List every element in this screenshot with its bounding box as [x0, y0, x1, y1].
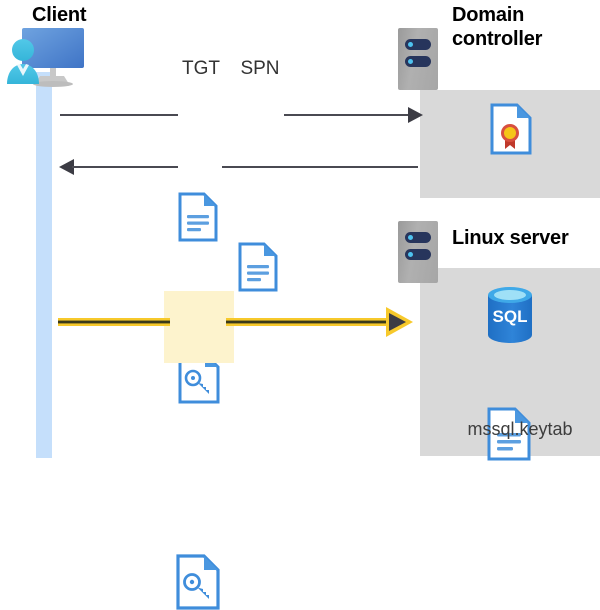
- request-arrow-head: [408, 106, 424, 124]
- service-ticket-arrow-line-left: [58, 318, 170, 326]
- client-lifeline: [36, 72, 52, 458]
- certificate-document-icon: [490, 103, 532, 155]
- service-ticket-arrow-line-right: [226, 318, 390, 326]
- response-arrow-head: [58, 158, 74, 176]
- spn-document-icon: [238, 242, 278, 292]
- domain-controller-title: Domain controller: [452, 3, 600, 51]
- request-arrow-line-right: [284, 114, 412, 116]
- response-arrow-line-left: [72, 166, 178, 168]
- keytab-file-label: mssql.keytab: [467, 419, 573, 439]
- key-document-icon-service-ticket: [176, 554, 220, 610]
- response-arrow-line-right: [222, 166, 418, 168]
- domain-controller-server-icon: [398, 28, 438, 90]
- request-arrow-line-left: [60, 114, 178, 116]
- keytab-document-icon: [487, 407, 531, 461]
- spn-label: SPN: [240, 58, 280, 79]
- client-computer-icon: [4, 26, 90, 88]
- sql-database-icon: SQL: [484, 284, 536, 346]
- service-ticket-arrow-head: [386, 306, 414, 338]
- sql-database-label: SQL: [493, 307, 528, 326]
- tgt-label: TGT: [182, 58, 220, 79]
- domain-controller-title-line1: Domain: [452, 4, 525, 26]
- service-ticket-highlight-box: [164, 291, 234, 363]
- tgt-document-icon: [178, 192, 218, 242]
- domain-controller-title-line2: controller: [452, 28, 543, 50]
- client-title: Client: [32, 4, 87, 26]
- linux-server-server-icon: [398, 221, 438, 283]
- linux-server-title: Linux server: [452, 227, 569, 249]
- diagram-canvas: Client: [4, 3, 600, 610]
